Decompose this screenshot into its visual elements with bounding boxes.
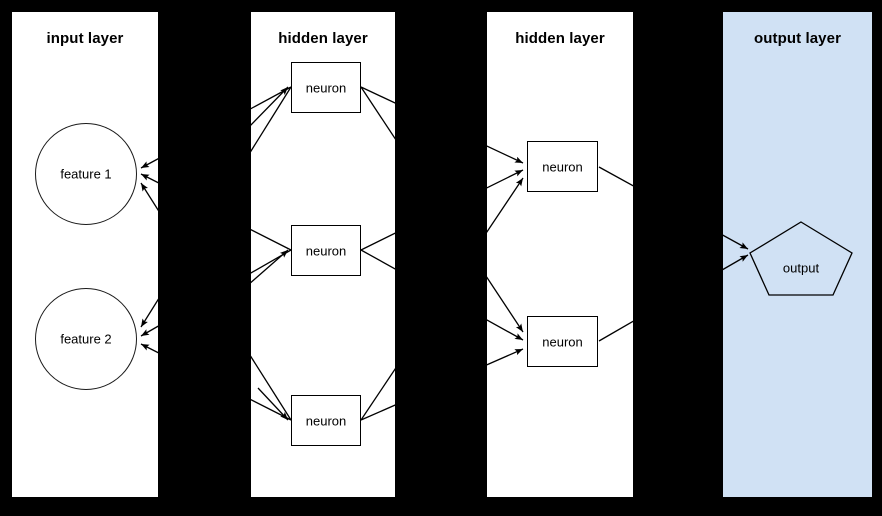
layer-title-hidden1: hidden layer: [278, 30, 368, 47]
node-label-hidden1-neuron-2: neuron: [305, 243, 347, 258]
pentagon-shape: [749, 221, 853, 296]
layer-title-hidden2: hidden layer: [515, 30, 605, 47]
node-label-feature-2: feature 2: [60, 331, 112, 347]
layer-title-input: input layer: [46, 30, 124, 47]
layer-panel-input[interactable]: input layer: [12, 12, 158, 497]
node-label-hidden1-neuron-3: neuron: [305, 413, 347, 428]
node-feature-2[interactable]: feature 2: [35, 288, 137, 390]
node-hidden1-neuron-2[interactable]: neuron: [291, 225, 361, 276]
layer-panel-hidden2[interactable]: hidden layer: [487, 12, 633, 497]
node-hidden1-neuron-3[interactable]: neuron: [291, 395, 361, 446]
node-hidden1-neuron-1[interactable]: neuron: [291, 62, 361, 113]
node-feature-1[interactable]: feature 1: [35, 123, 137, 225]
node-output[interactable]: output: [748, 220, 854, 297]
node-label-output: output: [782, 260, 820, 276]
node-label-feature-1: feature 1: [60, 166, 112, 182]
layer-title-output: output layer: [753, 30, 842, 47]
node-label-hidden2-neuron-2: neuron: [542, 334, 583, 349]
node-label-hidden2-neuron-1: neuron: [542, 159, 583, 174]
node-hidden2-neuron-2[interactable]: neuron: [527, 316, 598, 367]
node-label-hidden1-neuron-1: neuron: [305, 80, 347, 95]
node-hidden2-neuron-1[interactable]: neuron: [527, 141, 598, 192]
